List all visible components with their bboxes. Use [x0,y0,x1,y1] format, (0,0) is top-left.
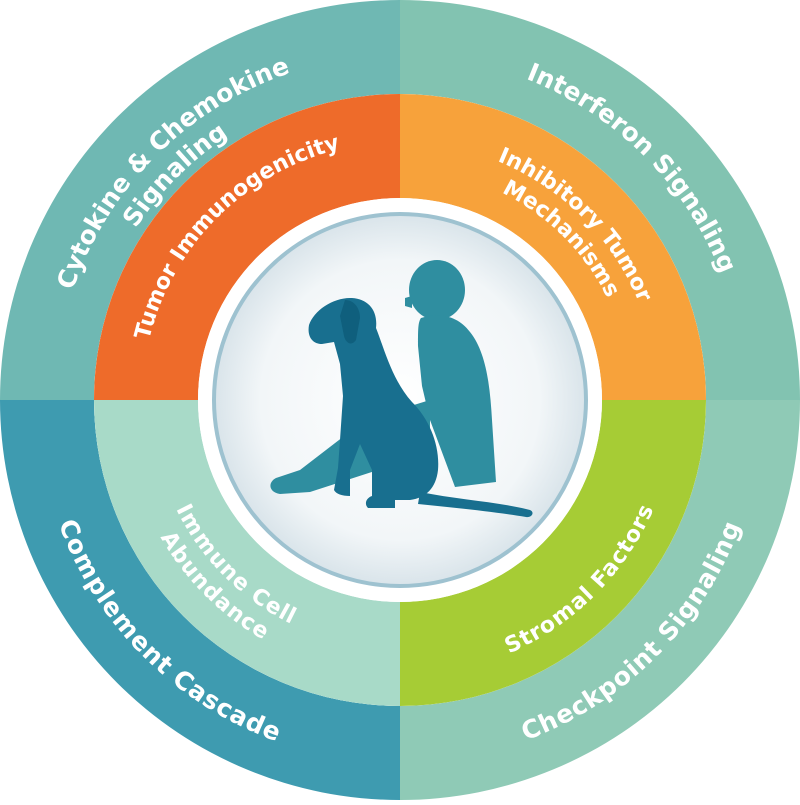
inner-ring [94,94,706,706]
inner-segment-immune_cell [94,400,400,706]
dog-and-person-icon [270,260,533,518]
inner-segment-inhibitory [400,94,706,400]
outer-segment-interferon [400,0,800,400]
outer-segment-cytokine [0,0,400,400]
outer-segment-checkpoint [400,400,800,800]
inner-segment-stromal [400,400,706,706]
outer-segment-complement [0,400,400,800]
inner-segment-immunogenicity [94,94,400,400]
